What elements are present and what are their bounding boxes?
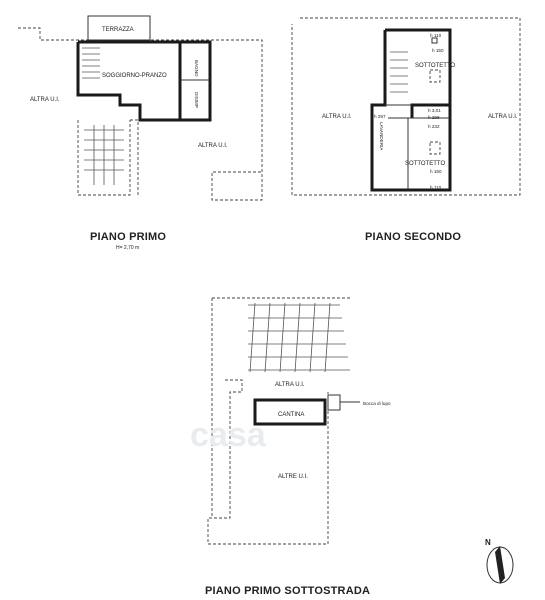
bocca-di-lupo-label: Bocca di lupo bbox=[363, 401, 391, 406]
piano-secondo-altra-left-label: ALTRA U.I. bbox=[322, 114, 352, 120]
height-mark: h 3,01 bbox=[428, 108, 441, 113]
sottostrada-altra-top-label: ALTRA U.I. bbox=[275, 382, 305, 388]
piano-secondo-plan: SOTTOTETTO SOTTOTETTO LAVANDERIA ALTRA U… bbox=[291, 17, 521, 243]
piano-sottostrada-plan: CANTINA Bocca di lupo ALTRA U.I. ALTRE U… bbox=[205, 297, 391, 597]
bagno-label: BAGNO bbox=[194, 60, 199, 77]
skylight-icon bbox=[431, 37, 438, 44]
soggiorno-pranzo-label: SOGGIORNO-PRANZO bbox=[102, 73, 167, 79]
altre-ui-label: ALTRE U.I. bbox=[278, 474, 308, 480]
piano-primo-title: PIANO PRIMO bbox=[90, 231, 166, 243]
piano-primo-altra-right-label: ALTRA U.I. bbox=[198, 143, 228, 149]
watermark: casa bbox=[190, 416, 267, 454]
height-mark: h 297 bbox=[374, 114, 386, 119]
compass-north-label: N bbox=[485, 538, 491, 547]
terrazza-label: TERRAZZA bbox=[102, 27, 134, 33]
piano-primo-plan: TERRAZZA SOGGIORNO-PRANZO BAGNO DISIMP bbox=[18, 15, 263, 251]
height-mark: h 298 bbox=[428, 115, 440, 120]
height-mark: h 110 bbox=[430, 33, 442, 38]
piano-primo-stairs bbox=[82, 47, 100, 79]
compass-icon: N bbox=[485, 538, 514, 584]
height-mark: h 232 bbox=[428, 124, 440, 129]
height-mark: h 110 bbox=[430, 185, 442, 190]
sottotetto-bottom-label: SOTTOTETTO bbox=[405, 161, 445, 167]
cantina-label: CANTINA bbox=[278, 412, 304, 418]
disimp-label: DISIMP bbox=[194, 92, 199, 108]
ramp-hatch bbox=[248, 302, 350, 373]
height-mark: h 150 bbox=[430, 169, 442, 174]
roof-window-icon bbox=[429, 69, 441, 83]
roof-window-icon-lower bbox=[429, 141, 441, 155]
bocca-di-lupo-icon bbox=[327, 394, 341, 411]
height-mark: h 150 bbox=[432, 48, 444, 53]
piano-secondo-altra-right-label: ALTRA U.I. bbox=[488, 114, 518, 120]
lavanderia-label: LAVANDERIA bbox=[379, 122, 384, 151]
piano-primo-height: H= 2,70 m bbox=[116, 245, 139, 251]
piano-secondo-stairs bbox=[390, 51, 408, 93]
piano-sottostrada-title: PIANO PRIMO SOTTOSTRADA bbox=[205, 585, 370, 597]
piano-primo-lower-stairs bbox=[84, 125, 124, 185]
piano-secondo-title: PIANO SECONDO bbox=[365, 231, 461, 243]
piano-primo-altra-left-label: ALTRA U.I. bbox=[30, 97, 60, 103]
sottotetto-top-label: SOTTOTETTO bbox=[415, 63, 455, 69]
